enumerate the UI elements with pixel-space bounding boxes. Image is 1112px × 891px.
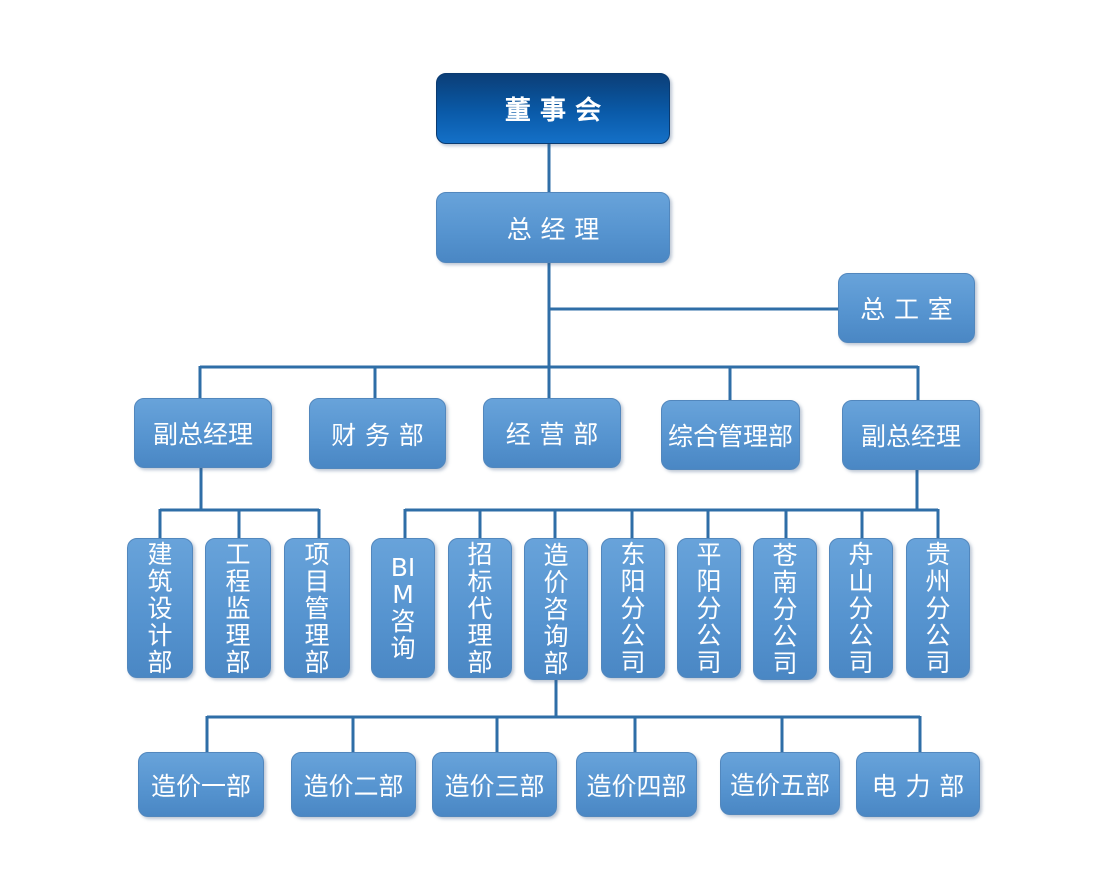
architecture-design-dept-label: 建筑设计部 bbox=[147, 539, 173, 677]
cost-dept-2-box: 造价二部 bbox=[291, 752, 416, 817]
deputy-gm-right-box: 副总经理 bbox=[842, 400, 980, 470]
zhoushan-branch-box: 舟山分公司 bbox=[829, 538, 893, 678]
dongyang-branch-label: 东阳分公司 bbox=[620, 539, 646, 677]
cost-consulting-dept-box: 造价咨询部 bbox=[524, 538, 588, 680]
operations-dept-box: 经营部 bbox=[483, 398, 621, 468]
cangnan-branch-box: 苍南分公司 bbox=[753, 538, 817, 680]
engineering-supervision-dept-box: 工程监理部 bbox=[205, 538, 271, 678]
cost-dept-3-box: 造价三部 bbox=[432, 752, 557, 817]
general-admin-dept-box: 综合管理部 bbox=[661, 400, 800, 470]
cost-consulting-dept-label: 造价咨询部 bbox=[543, 540, 569, 678]
pingyang-branch-label: 平阳分公司 bbox=[696, 539, 722, 677]
engineering-supervision-dept-label: 工程监理部 bbox=[225, 539, 251, 677]
project-management-dept-box: 项目管理部 bbox=[284, 538, 350, 678]
power-dept-box: 电力部 bbox=[856, 752, 980, 817]
tender-agency-dept-label: 招标代理部 bbox=[467, 539, 493, 677]
architecture-design-dept-box: 建筑设计部 bbox=[127, 538, 193, 678]
board-box: 董事会 bbox=[436, 73, 670, 144]
zhoushan-branch-label: 舟山分公司 bbox=[848, 539, 874, 677]
cangnan-branch-label: 苍南分公司 bbox=[772, 540, 798, 678]
deputy-gm-left-box: 副总经理 bbox=[134, 398, 272, 468]
bim-consulting-label: BIM咨询 bbox=[390, 553, 416, 663]
cost-dept-4-box: 造价四部 bbox=[576, 752, 697, 817]
guizhou-branch-box: 贵州分公司 bbox=[906, 538, 970, 678]
cost-dept-1-box: 造价一部 bbox=[138, 752, 264, 817]
tender-agency-dept-box: 招标代理部 bbox=[448, 538, 512, 678]
project-management-dept-label: 项目管理部 bbox=[304, 539, 330, 677]
finance-dept-box: 财务部 bbox=[309, 398, 446, 469]
guizhou-branch-label: 贵州分公司 bbox=[925, 539, 951, 677]
general-manager-box: 总经理 bbox=[436, 192, 670, 263]
bim-consulting-box: BIM咨询 bbox=[371, 538, 435, 678]
cost-dept-5-box: 造价五部 bbox=[720, 752, 840, 815]
pingyang-branch-box: 平阳分公司 bbox=[677, 538, 741, 678]
chief-engineer-office-box: 总工室 bbox=[838, 273, 975, 343]
dongyang-branch-box: 东阳分公司 bbox=[601, 538, 665, 678]
